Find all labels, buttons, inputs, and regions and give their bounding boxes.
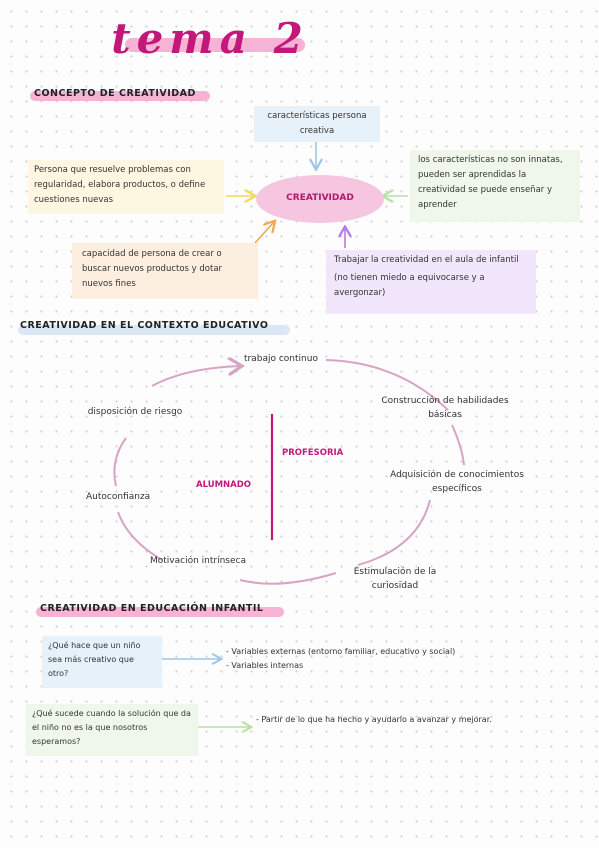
item-motivacion: Motivación intrínseca xyxy=(150,556,246,566)
box-persona: Persona que resuelve problemas con regul… xyxy=(28,160,224,214)
center-node xyxy=(256,175,384,223)
arrow-bottom-left xyxy=(254,222,274,244)
box-trabajar: Trabajar la creatividad en el aula de in… xyxy=(326,250,536,314)
answer-1-line1: - Variables externas (entorno familiar, … xyxy=(226,647,456,656)
box-innatas-text: los características no son innatas, pued… xyxy=(418,155,563,210)
item-estimulacion: Estimulación de la curiosidad xyxy=(353,567,437,591)
item-construccion: Construcción de habilidades básicas xyxy=(381,396,509,420)
cycle-arc-7 xyxy=(113,437,127,487)
label-profesoria: PROFESORIA xyxy=(282,448,344,458)
box-caracteristicas-text: características persona creativa xyxy=(267,111,367,136)
item-trabajo-continuo: trabajo continuo xyxy=(244,354,318,364)
cycle-arc-4 xyxy=(357,499,431,566)
answer-2: - Partir de lo que ha hecho y ayudarlo a… xyxy=(256,713,516,727)
box-innatas: los características no son innatas, pued… xyxy=(410,150,580,222)
answer-1: - Variables externas (entorno familiar, … xyxy=(226,645,526,673)
question-1: ¿Qué hace que un niño sea más creativo q… xyxy=(42,636,162,688)
box-persona-text: Persona que resuelve problemas con regul… xyxy=(34,165,206,205)
label-alumnado: ALUMNADO xyxy=(196,480,252,490)
section-heading-concepto: CONCEPTO DE CREATIVIDAD xyxy=(34,88,196,99)
answer-2-text: - Partir de lo que ha hecho y ayudarlo a… xyxy=(256,715,492,724)
answer-1-line2: - Variables internas xyxy=(226,661,304,670)
item-disposicion: disposición de riesgo xyxy=(87,407,183,417)
heading-highlight xyxy=(18,325,290,335)
question-2-text: ¿Qué sucede cuando la solución que da el… xyxy=(32,709,191,746)
cycle-arc-1 xyxy=(151,366,240,387)
cycle-arc-3 xyxy=(451,424,465,466)
box-caracteristicas: características persona creativa xyxy=(254,106,380,142)
question-2: ¿Qué sucede cuando la solución que da el… xyxy=(26,704,198,756)
heading-highlight xyxy=(36,607,284,617)
page-title: tema 2 xyxy=(111,14,309,63)
box-capacidad: capacidad de persona de crear o buscar n… xyxy=(72,243,258,299)
cycle-arc-2 xyxy=(325,359,449,411)
item-adquisicion: Adquisición de conocimientos específicos xyxy=(390,470,524,494)
box-capacidad-text: capacidad de persona de crear o buscar n… xyxy=(82,249,223,289)
center-node-label: CREATIVIDAD xyxy=(286,193,354,203)
cycle-arc-6 xyxy=(117,511,163,561)
section-heading-contexto: CREATIVIDAD EN EL CONTEXTO EDUCATIVO xyxy=(20,320,269,331)
box-trabajar-line1: Trabajar la creatividad en el aula de in… xyxy=(334,255,519,265)
title-highlight xyxy=(125,38,305,52)
question-1-text: ¿Qué hace que un niño sea más creativo q… xyxy=(48,641,141,678)
heading-highlight xyxy=(30,91,210,101)
section-heading-infantil: CREATIVIDAD EN EDUCACIÓN INFANTIL xyxy=(40,603,264,614)
cycle-arc-5 xyxy=(239,572,337,585)
box-trabajar-line2: (no tienen miedo a equivocarse y a averg… xyxy=(334,273,485,298)
item-autoconfianza: Autoconfianza xyxy=(86,492,151,502)
